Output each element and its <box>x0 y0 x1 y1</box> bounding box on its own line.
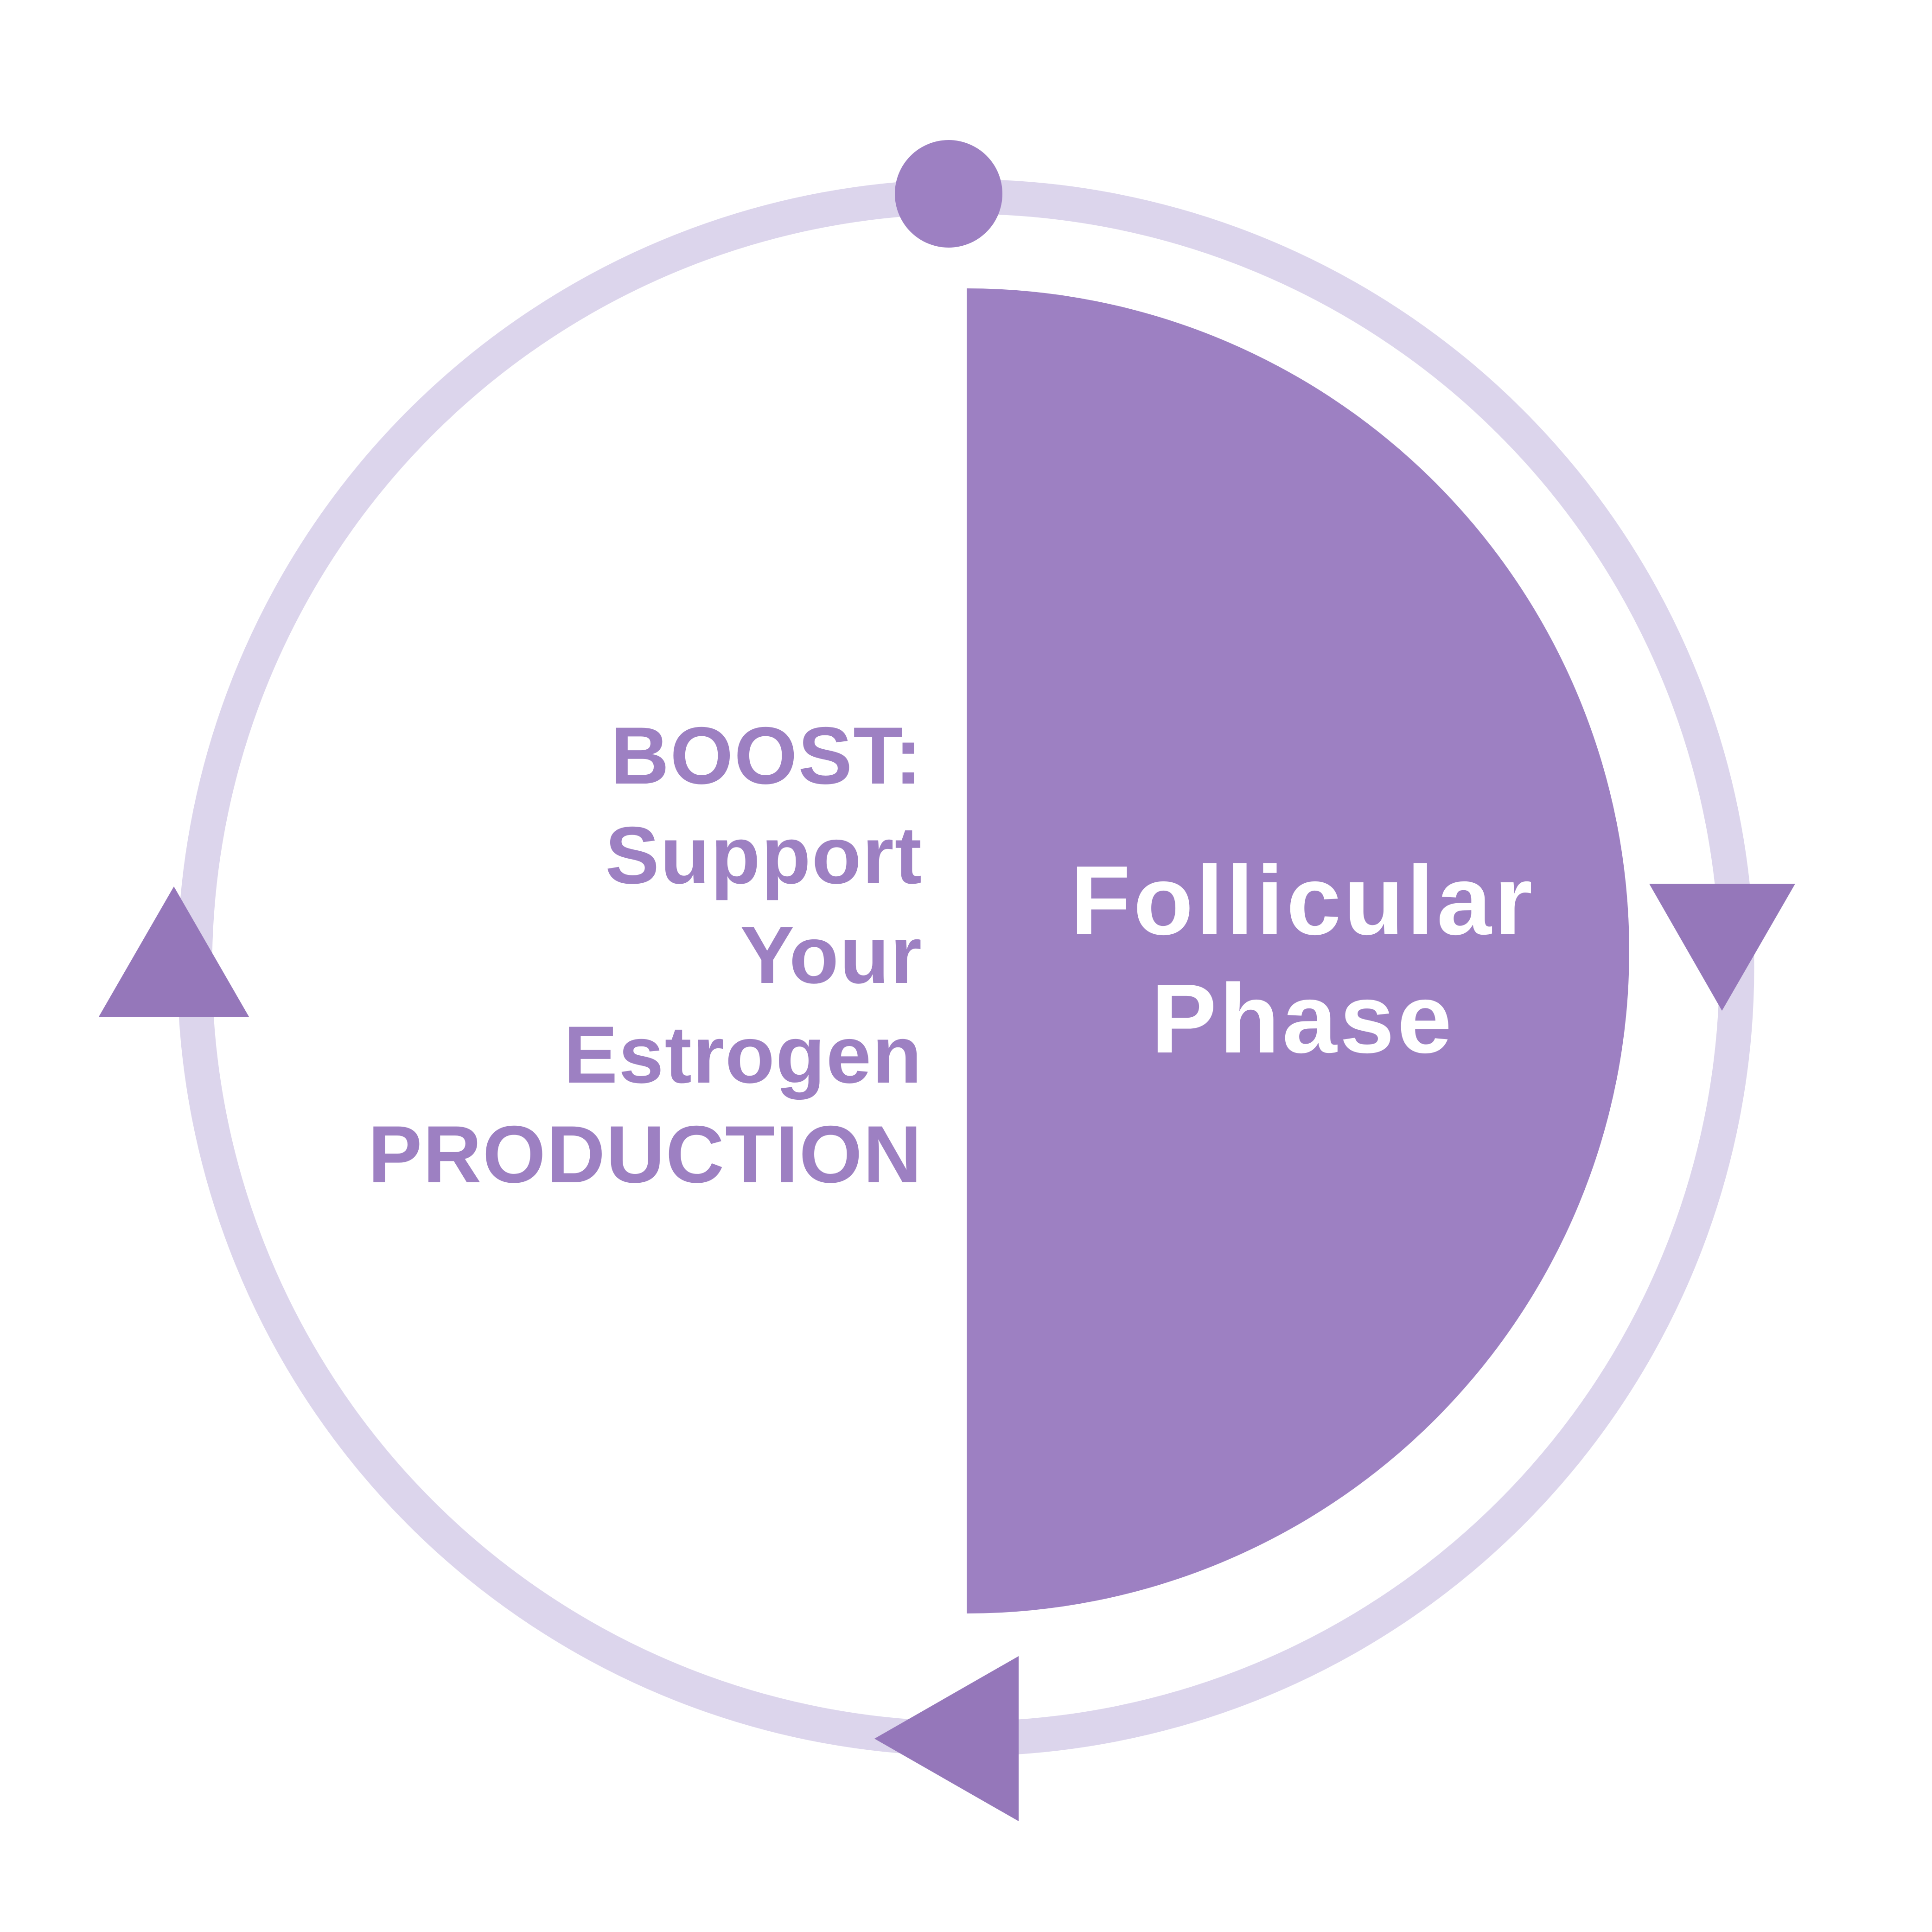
boost-note-line-5: PRODUCTION <box>368 1109 923 1200</box>
phase-label-line-2: Phase <box>1151 963 1455 1073</box>
boost-note-line-2: Support <box>605 810 923 901</box>
arrow-left-icon <box>874 1656 1019 1821</box>
phase-label: Follicular Phase <box>974 841 1632 1078</box>
arrow-up-icon <box>99 886 249 1017</box>
boost-note-line-3: Your <box>740 910 923 1001</box>
boost-note-line-1: BOOST: <box>610 711 923 801</box>
boost-note-line-4: Estrogen <box>563 1010 923 1100</box>
phase-start-dot-icon <box>895 140 1002 248</box>
arrow-down-icon <box>1649 884 1795 1011</box>
boost-note: BOOST: Support Your Estrogen PRODUCTION <box>368 706 923 1205</box>
phase-label-line-1: Follicular <box>1070 845 1536 955</box>
phase-half-disc <box>967 288 1629 1613</box>
